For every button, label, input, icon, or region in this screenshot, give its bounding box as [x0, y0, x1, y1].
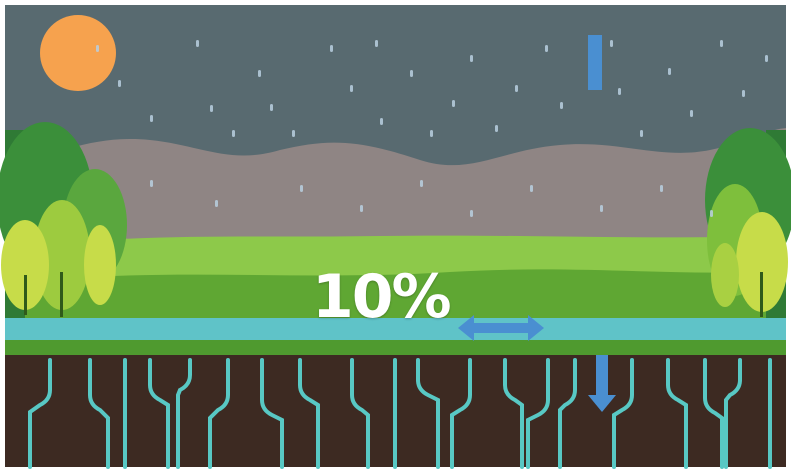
mountains	[5, 128, 786, 270]
trees-right	[705, 128, 791, 320]
percentage-label: 10%	[312, 262, 452, 332]
tree-icon	[84, 225, 116, 305]
down-arrow-icon	[588, 355, 616, 412]
raindrop-icon	[96, 40, 768, 217]
tree-icon	[1, 220, 49, 310]
roots	[28, 358, 772, 469]
sun-icon	[40, 15, 116, 91]
tree-icon	[711, 243, 739, 307]
tree-icon	[736, 212, 788, 312]
trees-left	[0, 122, 127, 320]
double-arrow-icon	[458, 315, 544, 341]
down-arrow-icon	[588, 35, 602, 90]
river	[5, 318, 786, 340]
hill-front	[5, 269, 786, 330]
tree-icon	[34, 200, 90, 310]
